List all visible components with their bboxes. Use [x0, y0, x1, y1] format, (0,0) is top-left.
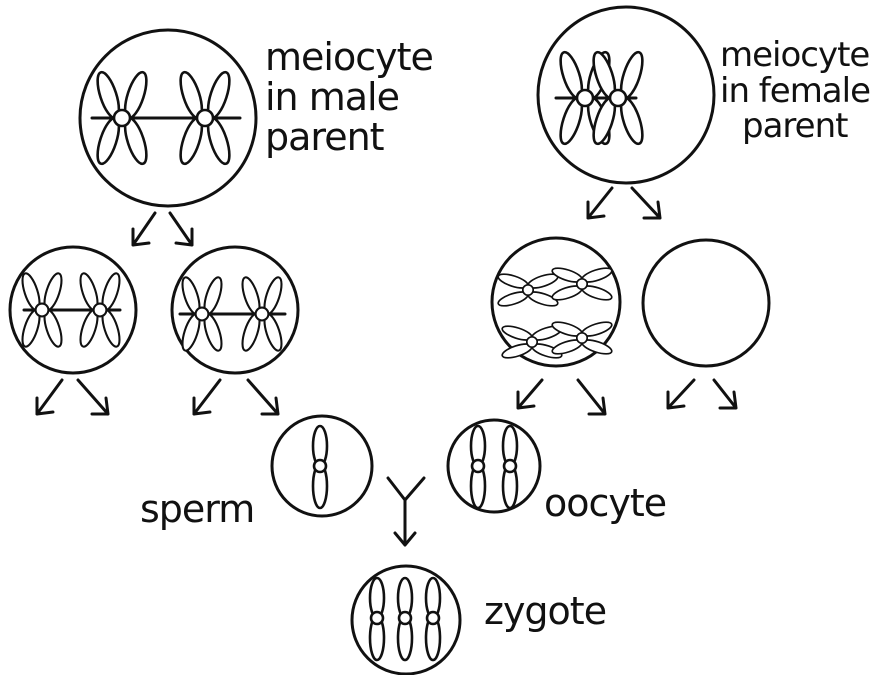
male-secondary-cell-left	[10, 247, 136, 373]
polar-body-cell	[643, 240, 769, 366]
female-secondary-cell	[492, 238, 620, 366]
male-division-arrows	[133, 213, 192, 245]
meiocyte-female-label-line-3: parent	[720, 109, 870, 145]
sperm-label: sperm	[140, 490, 254, 530]
fertilization-arrow	[388, 478, 424, 545]
female-division-arrows	[588, 188, 660, 218]
zygote-label: zygote	[484, 592, 606, 632]
zygote-cell	[352, 566, 460, 674]
meiocyte-male-label-line-2: in male	[265, 78, 433, 118]
meiocyte-male-label-line-1: meiocyte	[265, 38, 433, 78]
oocyte-label: oocyte	[544, 484, 666, 524]
meiocyte-female-label: meiocyte in female parent	[720, 38, 870, 145]
meiocyte-female-label-line-1: meiocyte	[720, 38, 870, 74]
female-second-division-arrows	[518, 380, 736, 414]
meiocyte-female-label-line-2: in female	[720, 74, 870, 110]
sperm-cell	[272, 416, 372, 516]
female-meiocyte-cell	[538, 7, 714, 183]
male-second-division-arrows	[37, 380, 278, 414]
meiocyte-male-label: meiocyte in male parent	[265, 38, 433, 158]
oocyte-cell	[448, 420, 540, 512]
meiocyte-male-label-line-3: parent	[265, 118, 433, 158]
male-meiocyte-cell	[80, 30, 256, 206]
male-secondary-cell-right	[172, 247, 298, 373]
